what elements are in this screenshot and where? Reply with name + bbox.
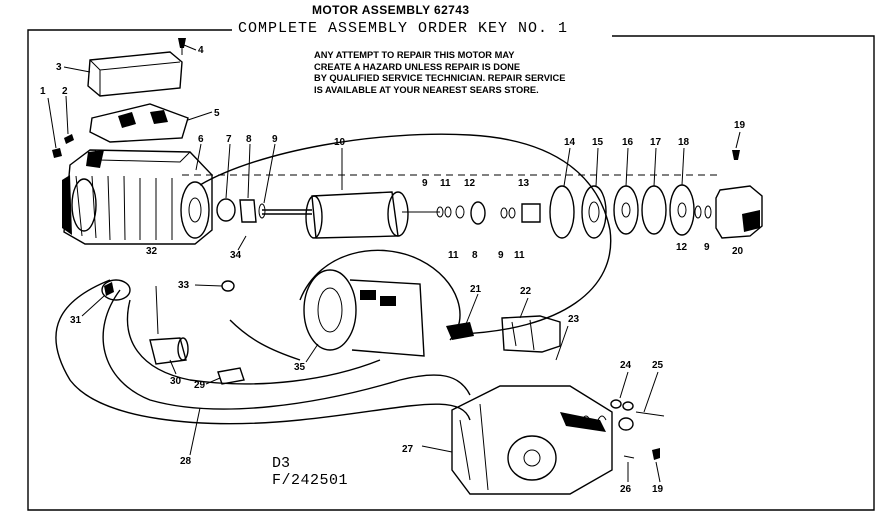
callout-26: 26 — [620, 484, 632, 495]
callout-34: 34 — [230, 250, 242, 261]
terminal-connector — [446, 322, 474, 340]
callout-labels: 3 4 1 2 5 6 7 8 9 10 9 11 12 13 14 15 16… — [40, 45, 746, 495]
callout-12-lower: 12 — [676, 242, 688, 253]
wire-clip — [217, 367, 245, 385]
capacitor — [149, 337, 189, 365]
assembly-title: MOTOR ASSEMBLY 62743 — [312, 3, 470, 17]
callout-15: 15 — [592, 137, 604, 148]
leader-lines — [47, 44, 741, 483]
drawing-code-number: F/242501 — [272, 472, 349, 489]
warning-line: CREATE A HAZARD UNLESS REPAIR IS DONE — [314, 61, 521, 72]
washer-stack — [436, 201, 541, 225]
top-cover — [87, 51, 183, 97]
callout-22: 22 — [520, 286, 532, 297]
callout-9: 9 — [272, 134, 278, 145]
callout-7: 7 — [226, 134, 232, 145]
callout-20: 20 — [732, 246, 744, 257]
warning-line: BY QUALIFIED SERVICE TECHNICIAN. REPAIR … — [314, 73, 566, 83]
end-cap — [715, 185, 763, 239]
order-key-subtitle: COMPLETE ASSEMBLY ORDER KEY NO. 1 — [238, 20, 569, 37]
plug-assembly — [501, 315, 561, 353]
callout-35: 35 — [294, 362, 306, 373]
wiring-harness — [55, 133, 612, 425]
callout-14: 14 — [564, 137, 576, 148]
gear-assembly — [549, 184, 712, 239]
callout-10: 10 — [334, 137, 346, 148]
rotor-shaft — [262, 191, 440, 239]
warning-line: IS AVAILABLE AT YOUR NEAREST SEARS STORE… — [314, 84, 539, 95]
callout-2: 2 — [62, 86, 68, 97]
callout-32: 32 — [146, 246, 158, 257]
callout-18: 18 — [678, 137, 690, 148]
callout-8: 8 — [246, 134, 252, 145]
callout-16: 16 — [622, 137, 634, 148]
callout-11-upper: 11 — [440, 178, 451, 189]
callout-17: 17 — [650, 137, 662, 148]
callout-3: 3 — [56, 62, 62, 73]
callout-12-upper: 12 — [464, 178, 476, 189]
callout-4: 4 — [198, 45, 204, 56]
warning-line: ANY ATTEMPT TO REPAIR THIS MOTOR MAY — [314, 50, 515, 60]
callout-11-lower-right: 11 — [514, 250, 525, 261]
callout-29: 29 — [194, 380, 206, 391]
callout-19-upper: 19 — [734, 120, 746, 131]
callout-19-lower: 19 — [652, 484, 664, 495]
stator-coil — [303, 269, 425, 357]
callout-33: 33 — [178, 280, 190, 291]
callout-11-lower: 11 — [448, 250, 459, 261]
screw-parts — [52, 38, 186, 158]
gearbox — [451, 385, 613, 495]
callout-30: 30 — [170, 376, 182, 387]
frame-border — [27, 29, 875, 511]
callout-6: 6 — [198, 134, 204, 145]
switch-part — [101, 279, 131, 301]
motor-housing — [62, 149, 213, 245]
callout-21: 21 — [470, 284, 482, 295]
small-hardware — [610, 399, 660, 460]
callout-27: 27 — [402, 444, 414, 455]
callout-23: 23 — [568, 314, 580, 325]
bearing-parts-left — [216, 198, 266, 223]
callout-9-upper: 9 — [422, 178, 428, 189]
callout-9-lower-right: 9 — [704, 242, 710, 253]
connector-part — [221, 280, 235, 292]
callout-13: 13 — [518, 178, 530, 189]
callout-9-lower: 9 — [498, 250, 504, 261]
callout-24: 24 — [620, 360, 632, 371]
callout-25: 25 — [652, 360, 664, 371]
end-screw — [732, 150, 740, 160]
callout-28: 28 — [180, 456, 192, 467]
spring-part — [565, 411, 665, 431]
callout-1: 1 — [40, 86, 46, 97]
repair-warning: ANY ATTEMPT TO REPAIR THIS MOTOR MAY CRE… — [314, 50, 674, 96]
callout-5: 5 — [214, 108, 220, 119]
callout-31: 31 — [70, 315, 82, 326]
terminal-plate — [89, 103, 189, 143]
callout-8-lower: 8 — [472, 250, 478, 261]
drawing-code-d3: D3 — [272, 455, 291, 472]
